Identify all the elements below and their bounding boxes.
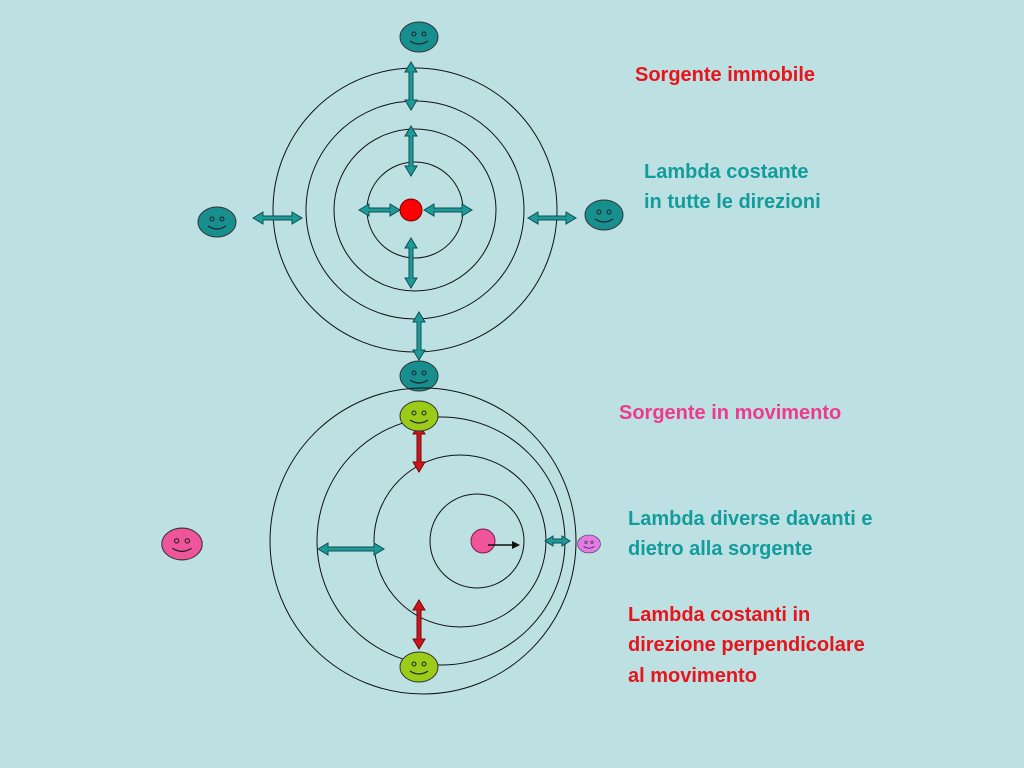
double-arrow-icon xyxy=(252,211,303,225)
observer-green-top-face-icon xyxy=(399,400,439,432)
double-arrow-icon xyxy=(317,542,385,556)
observer-bottom-face-icon xyxy=(399,360,439,392)
wavefront-2 xyxy=(373,454,547,628)
label-source-stationary: Sorgente immobile xyxy=(635,64,816,86)
wavefront-3 xyxy=(316,416,566,666)
front-back-arrows xyxy=(317,535,571,556)
velocity-arrow xyxy=(488,541,520,549)
double-arrow-icon xyxy=(404,125,418,177)
label-perp-lambda-1: Lambda costanti in xyxy=(628,604,811,626)
observer-right-face-icon xyxy=(584,199,624,231)
moving-waves xyxy=(269,387,577,695)
label-source-moving: Sorgente in movimento xyxy=(619,402,842,424)
double-arrow-icon xyxy=(404,61,418,111)
label-perp-lambda-3: al movimento xyxy=(628,665,757,687)
perpendicular-arrows xyxy=(412,423,426,650)
label-diff-lambda-2: dietro alla sorgente xyxy=(628,538,813,560)
label-constant-lambda-2: in tutte le direzioni xyxy=(644,191,821,213)
wavefront-1 xyxy=(429,493,525,589)
moving-source xyxy=(470,528,496,554)
double-arrow-icon xyxy=(358,203,401,217)
observer-left-face-icon xyxy=(197,206,237,238)
observer-violet-front-face-icon xyxy=(577,534,601,554)
observer-top-face-icon xyxy=(399,21,439,53)
observer-pink-behind-face-icon xyxy=(160,527,204,561)
double-arrow-icon xyxy=(404,237,418,289)
double-arrow-icon xyxy=(412,423,426,473)
double-arrow-icon xyxy=(527,211,577,225)
observer-green-bottom-face-icon xyxy=(399,651,439,683)
wavefront-2 xyxy=(333,128,497,292)
wavefront-4 xyxy=(269,387,577,695)
label-diff-lambda-1: Lambda diverse davanti e xyxy=(628,508,873,530)
double-arrow-icon xyxy=(423,203,473,217)
double-arrow-icon xyxy=(412,311,426,361)
label-constant-lambda-1: Lambda costante xyxy=(644,161,809,183)
double-arrow-icon xyxy=(412,599,426,650)
stationary-source xyxy=(399,198,423,222)
label-perp-lambda-2: direzione perpendicolare xyxy=(628,634,865,656)
double-arrow-icon xyxy=(544,535,571,547)
